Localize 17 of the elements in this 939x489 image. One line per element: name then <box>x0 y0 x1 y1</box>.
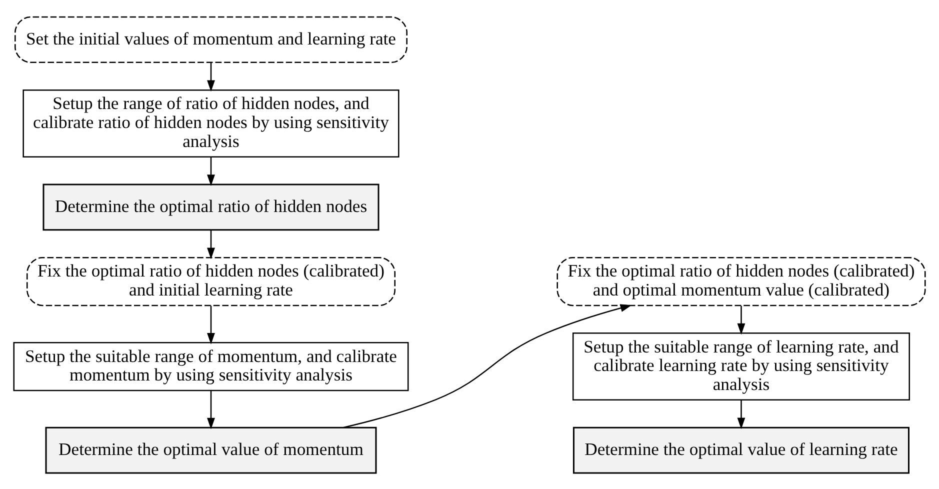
node-box: Fix the optimal ratio of hidden nodes (calibrated) and initial learning rate <box>26 256 396 306</box>
arrow <box>207 305 215 344</box>
arrow <box>737 305 746 334</box>
node-box: Determine the optimal value of learning rate <box>572 426 910 474</box>
node-box: Setup the suitable range of learning rate, and calibrate learning rate by using sensitivity analysis <box>572 332 910 400</box>
arrow <box>737 400 746 429</box>
node-box: Determine the optimal ratio of hidden nodes <box>42 183 380 230</box>
arrow <box>207 230 215 259</box>
arrow <box>207 62 215 92</box>
arrow <box>207 390 215 429</box>
node-box: Set the initial values of momentum and learning rate <box>14 16 408 63</box>
node-box: Fix the optimal ratio of hidden nodes (calibrated) and optimal momentum value (calibrated) <box>556 256 926 306</box>
node-box: Determine the optimal value of momentum <box>45 426 377 474</box>
node-box: Setup the range of ratio of hidden nodes, and calibrate ratio of hidden nodes by using sensitivity analysis <box>22 88 400 157</box>
arrow <box>207 156 215 186</box>
node-box: Setup the suitable range of momentum, and calibrate momentum by using sensitivity analysis <box>13 341 409 391</box>
arrow <box>343 304 632 428</box>
